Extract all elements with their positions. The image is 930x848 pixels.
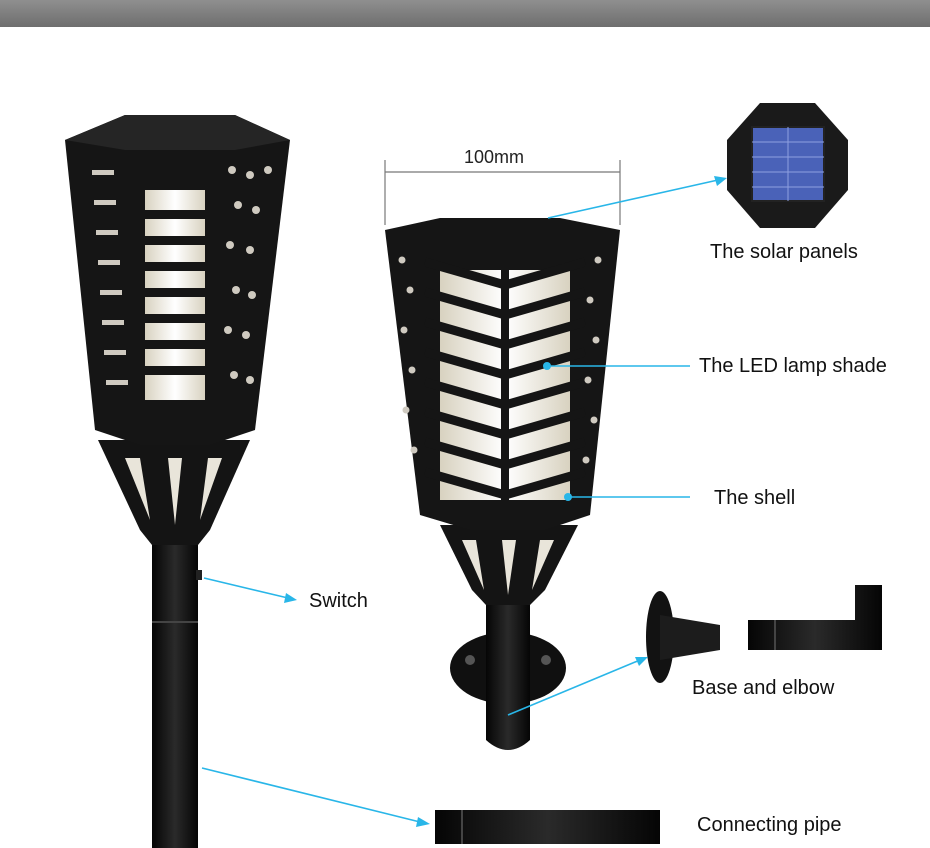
label-base-and-elbow: Base and elbow bbox=[692, 677, 835, 699]
top-banner-strip bbox=[0, 0, 930, 27]
dimension-label: 100mm bbox=[464, 147, 525, 167]
right-torch-stub bbox=[486, 600, 530, 750]
label-connecting-pipe: Connecting pipe bbox=[697, 814, 842, 836]
switch-button bbox=[196, 570, 202, 580]
left-torch-pole bbox=[152, 520, 198, 848]
label-switch: Switch bbox=[309, 590, 368, 612]
elbow-part bbox=[748, 585, 882, 650]
left-torch bbox=[65, 115, 290, 848]
dimension-line bbox=[384, 160, 621, 225]
solar-panel-detail bbox=[727, 103, 848, 228]
right-torch bbox=[384, 160, 621, 750]
label-shell: The shell bbox=[714, 487, 796, 509]
left-torch-slats bbox=[140, 210, 210, 375]
base-and-elbow-parts bbox=[646, 585, 882, 683]
leader-lines bbox=[201, 176, 727, 827]
label-led-lamp-shade: The LED lamp shade bbox=[699, 355, 887, 377]
connecting-pipe-part bbox=[435, 810, 660, 844]
label-solar-panels: The solar panels bbox=[710, 241, 858, 263]
